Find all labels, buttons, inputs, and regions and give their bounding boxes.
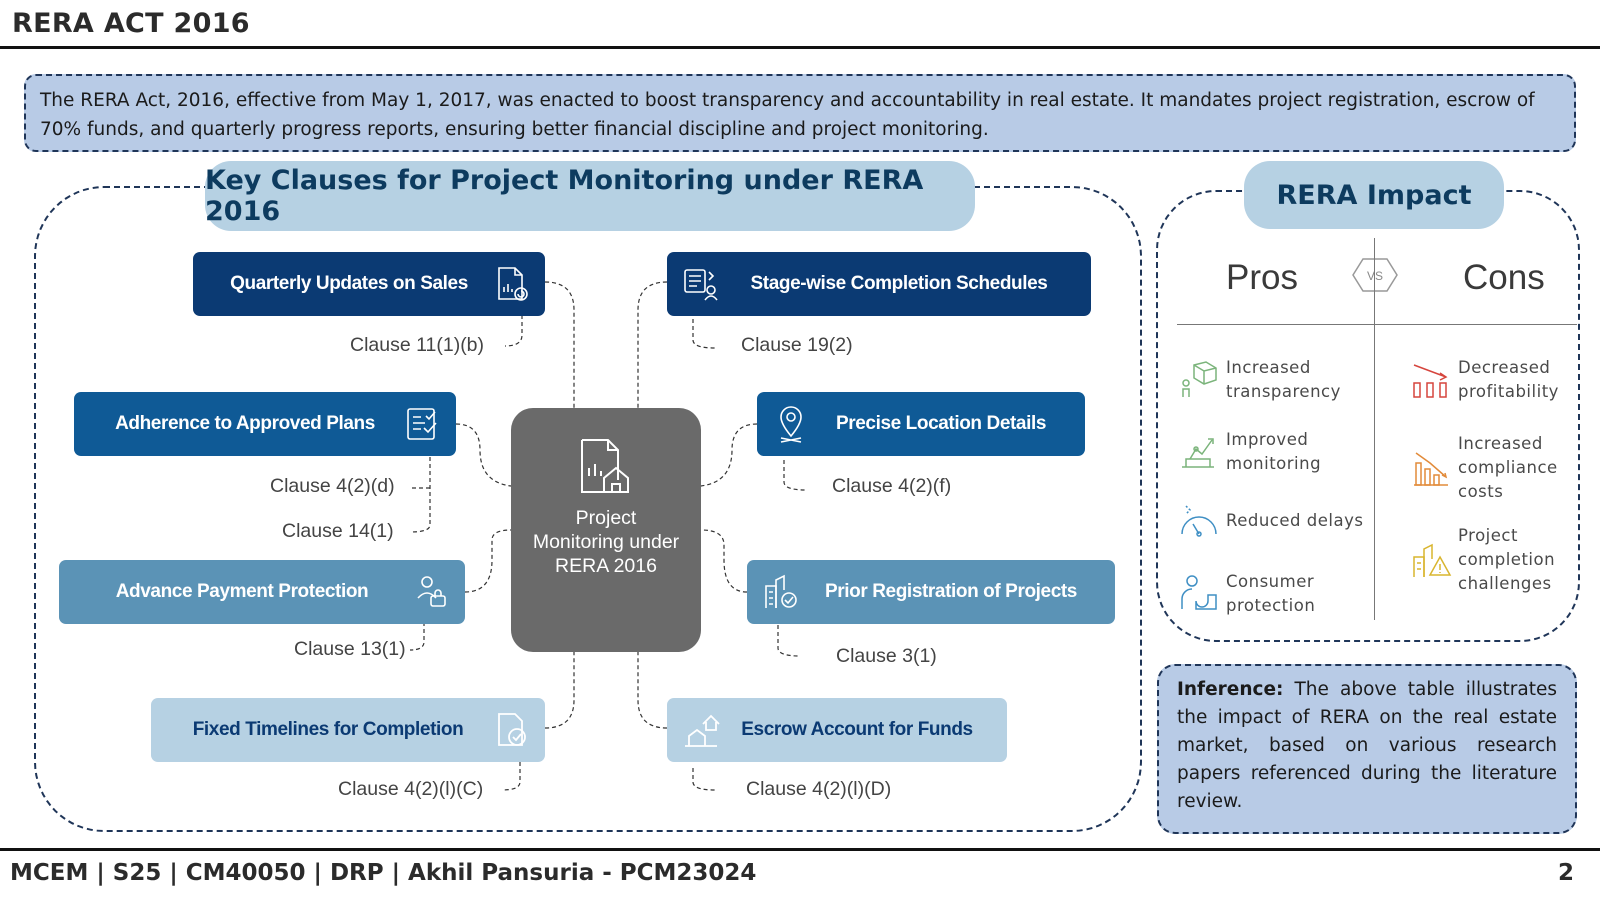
con-item: Decreased profitability <box>1410 356 1568 404</box>
cons-heading: Cons <box>1463 258 1545 297</box>
escrow-icon <box>685 714 720 747</box>
center-label: Project Monitoring under RERA 2016 <box>532 507 680 577</box>
sales-report-icon <box>498 267 528 301</box>
cost-chart-icon <box>1414 452 1448 486</box>
stage-wise-box: Stage-wise Completion Schedules <box>667 252 1091 316</box>
monitoring-icon <box>1182 438 1214 468</box>
con-text: Decreased profitability <box>1458 358 1559 401</box>
clause-quarterly: Clause 11(1)(b) <box>350 334 485 356</box>
adherence-plans-label: Adherence to Approved Plans <box>115 413 375 434</box>
transparency-icon <box>1182 361 1217 397</box>
pro-item: Consumer protection <box>1178 570 1336 618</box>
pro-text: Consumer protection <box>1226 572 1316 615</box>
pro-text: Improved monitoring <box>1226 430 1322 473</box>
speed-icon <box>1181 505 1217 537</box>
impact-divider-vertical <box>1374 238 1375 620</box>
con-text: Project completion challenges <box>1458 526 1556 593</box>
prior-registration-label: Prior Registration of Projects <box>825 581 1077 602</box>
precise-location-label: Precise Location Details <box>835 413 1047 434</box>
con-text: Increased compliance costs <box>1458 434 1558 501</box>
clause-precise: Clause 4(2)(f) <box>832 475 952 497</box>
pros-heading: Pros <box>1226 258 1298 297</box>
decline-chart-icon <box>1413 364 1448 398</box>
impact-heading: RERA Impact <box>1244 161 1504 229</box>
fixed-timelines-box: Fixed Timelines for Completion <box>151 698 545 762</box>
impact-divider-horizontal <box>1177 324 1577 325</box>
payment-protection-icon <box>417 576 446 607</box>
approved-plan-icon <box>407 408 437 440</box>
pro-text: Increased transparency <box>1226 358 1341 401</box>
advance-payment-label: Advance Payment Protection <box>115 581 369 602</box>
fixed-timelines-label: Fixed Timelines for Completion <box>192 719 464 740</box>
pro-item: Improved monitoring <box>1178 428 1336 476</box>
intro-box: The RERA Act, 2016, effective from May 1… <box>24 74 1576 152</box>
clause-advance: Clause 13(1) <box>294 638 406 660</box>
footer-text: MCEM | S25 | CM40050 | DRP | Akhil Pansu… <box>10 860 757 886</box>
inference-label: Inference: <box>1177 679 1284 700</box>
pro-item: Increased transparency <box>1178 356 1346 404</box>
advance-payment-box: Advance Payment Protection <box>59 560 465 624</box>
prior-registration-box: Prior Registration of Projects <box>747 560 1115 624</box>
consumer-icon <box>1181 575 1217 610</box>
clause-extra: Clause 14(1) <box>282 520 394 542</box>
inference-text: The above table illustrates the impact o… <box>1177 679 1557 812</box>
vs-icon: VS <box>1352 258 1398 292</box>
location-pin-icon <box>780 406 802 443</box>
con-item: Increased compliance costs <box>1410 432 1568 504</box>
quarterly-updates-box: Quarterly Updates on Sales <box>193 252 545 316</box>
clause-escrow: Clause 4(2)(l)(D) <box>746 778 892 800</box>
warning-building-icon <box>1413 543 1452 577</box>
con-item: Project completion challenges <box>1410 524 1568 596</box>
pro-text: Reduced delays <box>1226 511 1364 530</box>
page-number: 2 <box>1557 860 1574 886</box>
registration-icon <box>765 574 797 608</box>
timeline-icon <box>498 713 526 746</box>
adherence-plans-box: Adherence to Approved Plans <box>74 392 456 456</box>
center-node: Project Monitoring under RERA 2016 <box>511 408 701 652</box>
building-report-icon <box>581 439 629 493</box>
inference-box: Inference: The above table illustrates t… <box>1157 664 1577 834</box>
schedule-icon <box>684 269 718 301</box>
vs-label: VS <box>1367 269 1383 283</box>
escrow-account-label: Escrow Account for Funds <box>741 719 973 740</box>
clause-fixed: Clause 4(2)(l)(C) <box>338 778 484 800</box>
quarterly-updates-label: Quarterly Updates on Sales <box>230 273 468 294</box>
precise-location-box: Precise Location Details <box>757 392 1085 456</box>
pro-item: Reduced delays <box>1178 500 1366 542</box>
page-title: RERA ACT 2016 <box>12 8 250 39</box>
key-clauses-heading: Key Clauses for Project Monitoring under… <box>205 161 975 231</box>
clause-stage: Clause 19(2) <box>741 334 853 356</box>
header-divider <box>0 46 1600 49</box>
clause-adherence: Clause 4(2)(d) <box>270 475 395 497</box>
footer-divider <box>0 848 1600 851</box>
clause-prior: Clause 3(1) <box>836 645 937 667</box>
escrow-account-box: Escrow Account for Funds <box>667 698 1007 762</box>
stage-wise-label: Stage-wise Completion Schedules <box>750 273 1048 294</box>
